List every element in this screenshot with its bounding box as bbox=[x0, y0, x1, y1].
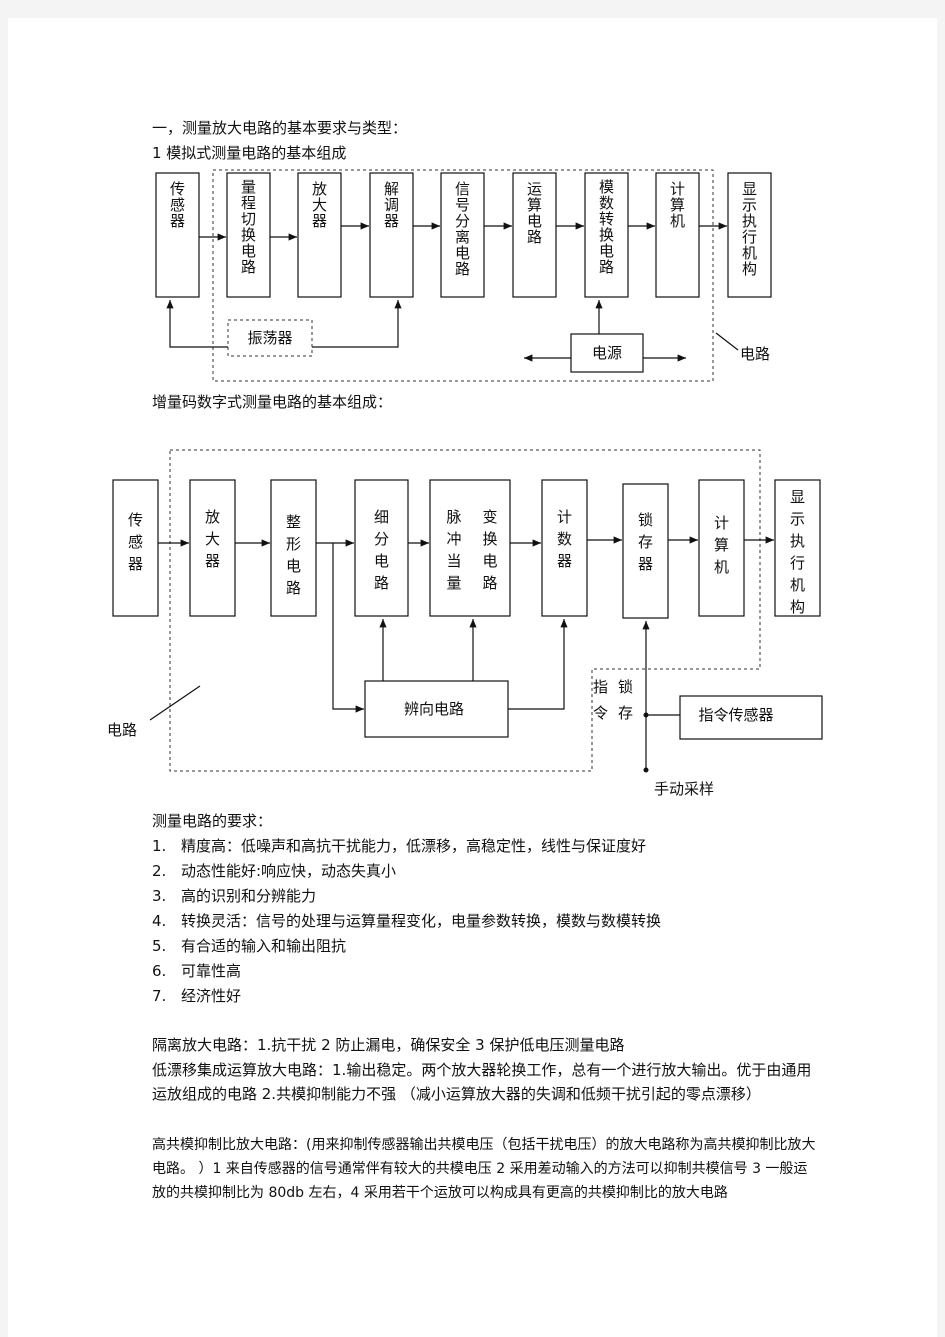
d1-block-signal-separation: 信号分离电路 bbox=[440, 172, 485, 298]
section-heading: 一，测量放大电路的基本要求与类型： bbox=[152, 119, 408, 137]
d1-signal-separation-text: 信号分离电路 bbox=[455, 180, 470, 278]
d1-demodulator-text: 解调器 bbox=[384, 180, 399, 230]
requirement-number: 7. bbox=[152, 987, 167, 1005]
d2-block-shaping: 整形电路 bbox=[270, 479, 317, 617]
d2-block-counter: 计数器 bbox=[541, 479, 588, 617]
para-isolation-amplifier: 隔离放大电路：1.抗干扰 2 防止漏电，确保安全 3 保护低电压测量电路 bbox=[152, 1036, 625, 1054]
requirement-text: 有合适的输入和输出阻抗 bbox=[181, 937, 347, 955]
d2-subdivision-text: 细分电路 bbox=[374, 508, 389, 592]
analog-circuit-diagram: 传感器 量程切换电路 放大器 解调器 信号分离电路 运算电路 模数转换电路 计算… bbox=[155, 169, 772, 382]
d1-block-computer: 计算机 bbox=[655, 172, 700, 298]
d1-power: 电源 bbox=[570, 333, 644, 373]
d2-block-pulse-equivalent: 脉冲当量 变换电路 bbox=[429, 479, 511, 617]
d2-block-amplifier: 放大器 bbox=[189, 479, 236, 617]
para-low-drift-opamp: 低漂移集成运算放大电路：1.输出稳定。两个放大器轮换工作，总有一个进行放大输出。… bbox=[152, 1061, 812, 1103]
d2-display-text: 显示执行机构 bbox=[790, 488, 805, 616]
cmd-sensor-label: 指令传感器 bbox=[698, 706, 773, 724]
power-label: 电源 bbox=[592, 344, 622, 362]
d1-block-display: 显示执行机构 bbox=[727, 172, 772, 298]
incremental-digital-diagram: 传感器 放大器 整形电路 细分电路 脉冲当量 变换电路 计数器 锁存器 计算机 … bbox=[107, 449, 823, 798]
d2-shaping-text: 整形电路 bbox=[286, 513, 301, 597]
d2-transform-text: 变换电路 bbox=[482, 508, 497, 592]
d2-direction-circuit: 辨向电路 bbox=[364, 680, 509, 738]
d2-amplifier-text: 放大器 bbox=[205, 508, 220, 570]
d2-to-direction bbox=[332, 543, 364, 713]
d2-block-subdivision: 细分电路 bbox=[354, 479, 409, 617]
requirement-text: 高的识别和分辨能力 bbox=[181, 887, 317, 905]
d1-oscillator: 振荡器 bbox=[227, 319, 313, 357]
requirement-text: 可靠性高 bbox=[181, 962, 242, 980]
oscillator-label: 振荡器 bbox=[247, 329, 292, 347]
d1-display-text: 显示执行机构 bbox=[742, 180, 757, 278]
requirement-text: 经济性好 bbox=[181, 987, 242, 1005]
circuit-boundary bbox=[212, 169, 714, 382]
d2-counter-text: 计数器 bbox=[557, 508, 572, 570]
d2-sensor-text: 传感器 bbox=[128, 511, 143, 573]
d1-circuit-pointer bbox=[715, 332, 739, 351]
d2-manual-dot bbox=[643, 767, 649, 773]
section2-title: 增量码数字式测量电路的基本组成： bbox=[152, 393, 393, 411]
d1-osc-to-demod bbox=[312, 300, 402, 348]
requirement-text: 转换灵活：信号的处理与运算量程变化，电量参数转换，模数与数模转换 bbox=[181, 912, 662, 930]
d2-circuit-boundary bbox=[169, 449, 761, 772]
section1-title: 1 模拟式测量电路的基本组成 bbox=[152, 144, 347, 162]
d1-adc-text: 模数转换电路 bbox=[599, 178, 614, 276]
d1-block-sensor: 传感器 bbox=[155, 172, 200, 298]
d2-circuit-pointer bbox=[149, 685, 201, 721]
requirements-title: 测量电路的要求： bbox=[152, 812, 273, 830]
latch-cmd-char: 令 bbox=[593, 704, 608, 722]
d2-block-display: 显示执行机构 bbox=[774, 479, 821, 617]
d1-circuit-label: 电路 bbox=[740, 345, 770, 363]
d2-cmd-sensor: 指令传感器 bbox=[679, 695, 823, 740]
d1-block-amplifier: 放大器 bbox=[297, 172, 342, 298]
para-high-cmrr: 高共模抑制比放大电路：(用来抑制传感器输出共模电压（包括干扰电压）的放大电路称为… bbox=[152, 1137, 816, 1201]
requirement-text: 动态性能好:响应快，动态失真小 bbox=[181, 862, 397, 880]
d2-block-computer: 计算机 bbox=[698, 479, 745, 617]
d1-osc-to-sensor bbox=[166, 300, 228, 348]
requirement-number: 3. bbox=[152, 887, 167, 905]
d2-computer-text: 计算机 bbox=[714, 514, 729, 576]
d1-block-adc: 模数转换电路 bbox=[584, 172, 629, 298]
latch-cmd-char: 指 bbox=[593, 678, 608, 696]
d2-latch-text: 锁存器 bbox=[638, 511, 653, 573]
d1-sensor-text: 传感器 bbox=[170, 180, 185, 230]
requirement-number: 1. bbox=[152, 837, 167, 855]
d1-amplifier-text: 放大器 bbox=[312, 180, 327, 230]
d1-block-range-switch: 量程切换电路 bbox=[226, 172, 271, 298]
d1-computer-text: 计算机 bbox=[670, 180, 685, 230]
requirement-text: 精度高：低噪声和高抗干扰能力，低漂移，高稳定性，线性与保证度好 bbox=[181, 837, 647, 855]
d2-dir-to-counter bbox=[508, 619, 568, 710]
d1-range-switch-text: 量程切换电路 bbox=[241, 178, 256, 276]
d2-circuit-label: 电路 bbox=[107, 721, 137, 739]
latch-cmd-char: 存 bbox=[618, 704, 633, 722]
d2-pulse-text: 脉冲当量 bbox=[446, 508, 461, 592]
d2-block-latch: 锁存器 bbox=[622, 483, 669, 619]
d1-block-arithmetic: 运算电路 bbox=[512, 172, 557, 298]
manual-sampling-label: 手动采样 bbox=[654, 780, 714, 798]
latch-cmd-char: 锁 bbox=[618, 678, 633, 696]
requirement-number: 6. bbox=[152, 962, 167, 980]
direction-label: 辨向电路 bbox=[404, 700, 464, 718]
requirement-number: 4. bbox=[152, 912, 167, 930]
d1-arithmetic-text: 运算电路 bbox=[527, 180, 542, 246]
d2-block-sensor: 传感器 bbox=[112, 479, 159, 617]
requirement-number: 2. bbox=[152, 862, 167, 880]
d1-block-demodulator: 解调器 bbox=[369, 172, 414, 298]
requirement-number: 5. bbox=[152, 937, 167, 955]
